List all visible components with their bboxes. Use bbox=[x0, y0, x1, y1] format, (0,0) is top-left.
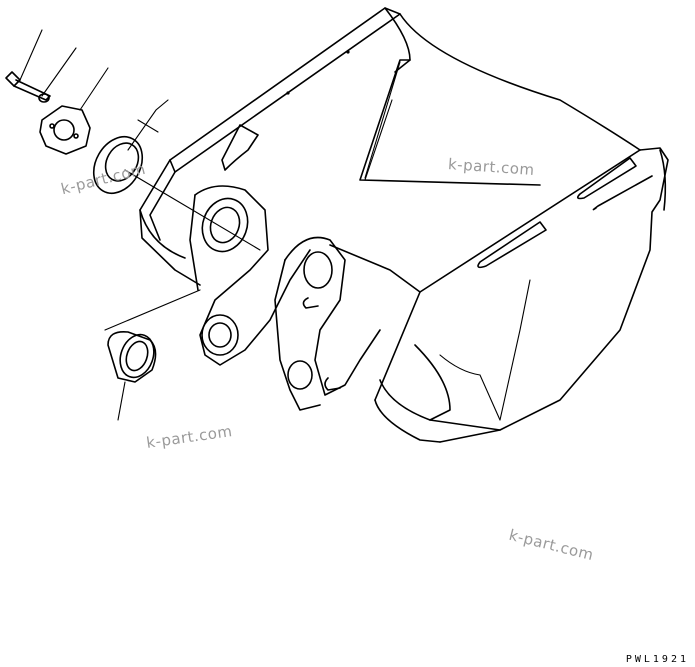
drawing-code: PWL1921 bbox=[625, 654, 689, 665]
bushing bbox=[107, 330, 157, 383]
bucket-body bbox=[139, 7, 669, 443]
retainer-plate bbox=[39, 105, 91, 155]
bolt-hole bbox=[346, 50, 350, 54]
bolt-hole bbox=[286, 91, 290, 95]
bolt bbox=[5, 71, 51, 101]
leader-lines bbox=[19, 29, 393, 421]
